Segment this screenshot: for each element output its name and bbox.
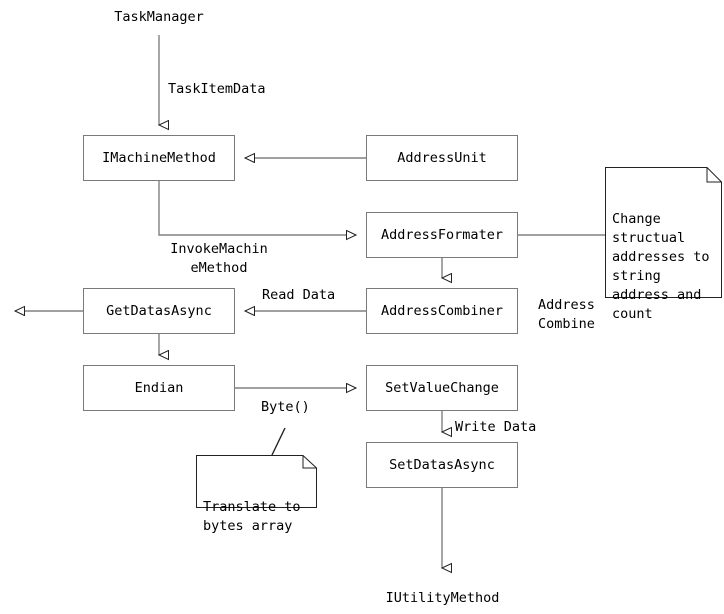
edge-label-taskitemdata: TaskItemData [168, 81, 266, 97]
node-setvaluechange[interactable]: SetValueChange [366, 365, 518, 411]
edge-label-invokemachinemethod: InvokeMachin eMethod [170, 241, 268, 276]
node-addressunit[interactable]: AddressUnit [366, 135, 518, 181]
note-address-format-text: Change structual addresses to string add… [612, 211, 710, 322]
endpoint-label-taskmanager: TaskManager [114, 9, 204, 25]
edge-note-translate-connector [271, 427, 286, 456]
note-address-format[interactable]: Change structual addresses to string add… [605, 167, 722, 322]
edge-label-readdata: Read Data [262, 287, 336, 303]
node-endian[interactable]: Endian [83, 365, 235, 411]
endpoint-label-iutilitymethod: IUtilityMethod [385, 590, 500, 606]
node-setdatasasync[interactable]: SetDatasAsync [366, 442, 518, 488]
edge-label-writedata: Write Data [455, 419, 537, 435]
node-addresscombiner[interactable]: AddressCombiner [366, 288, 518, 334]
note-translate-bytes-text: Translate to bytes array [203, 499, 301, 534]
note-translate-bytes[interactable]: Translate to bytes array [196, 455, 317, 534]
edge-imachinemethod-to-addressformater [158, 181, 356, 235]
node-getdatasasync[interactable]: GetDatasAsync [83, 288, 235, 334]
edge-label-byte: Byte() [261, 399, 310, 415]
node-addressformater[interactable]: AddressFormater [366, 212, 518, 258]
node-imachinemethod[interactable]: IMachineMethod [83, 135, 235, 181]
edge-label-addresscombine: Address Combine [538, 297, 595, 332]
